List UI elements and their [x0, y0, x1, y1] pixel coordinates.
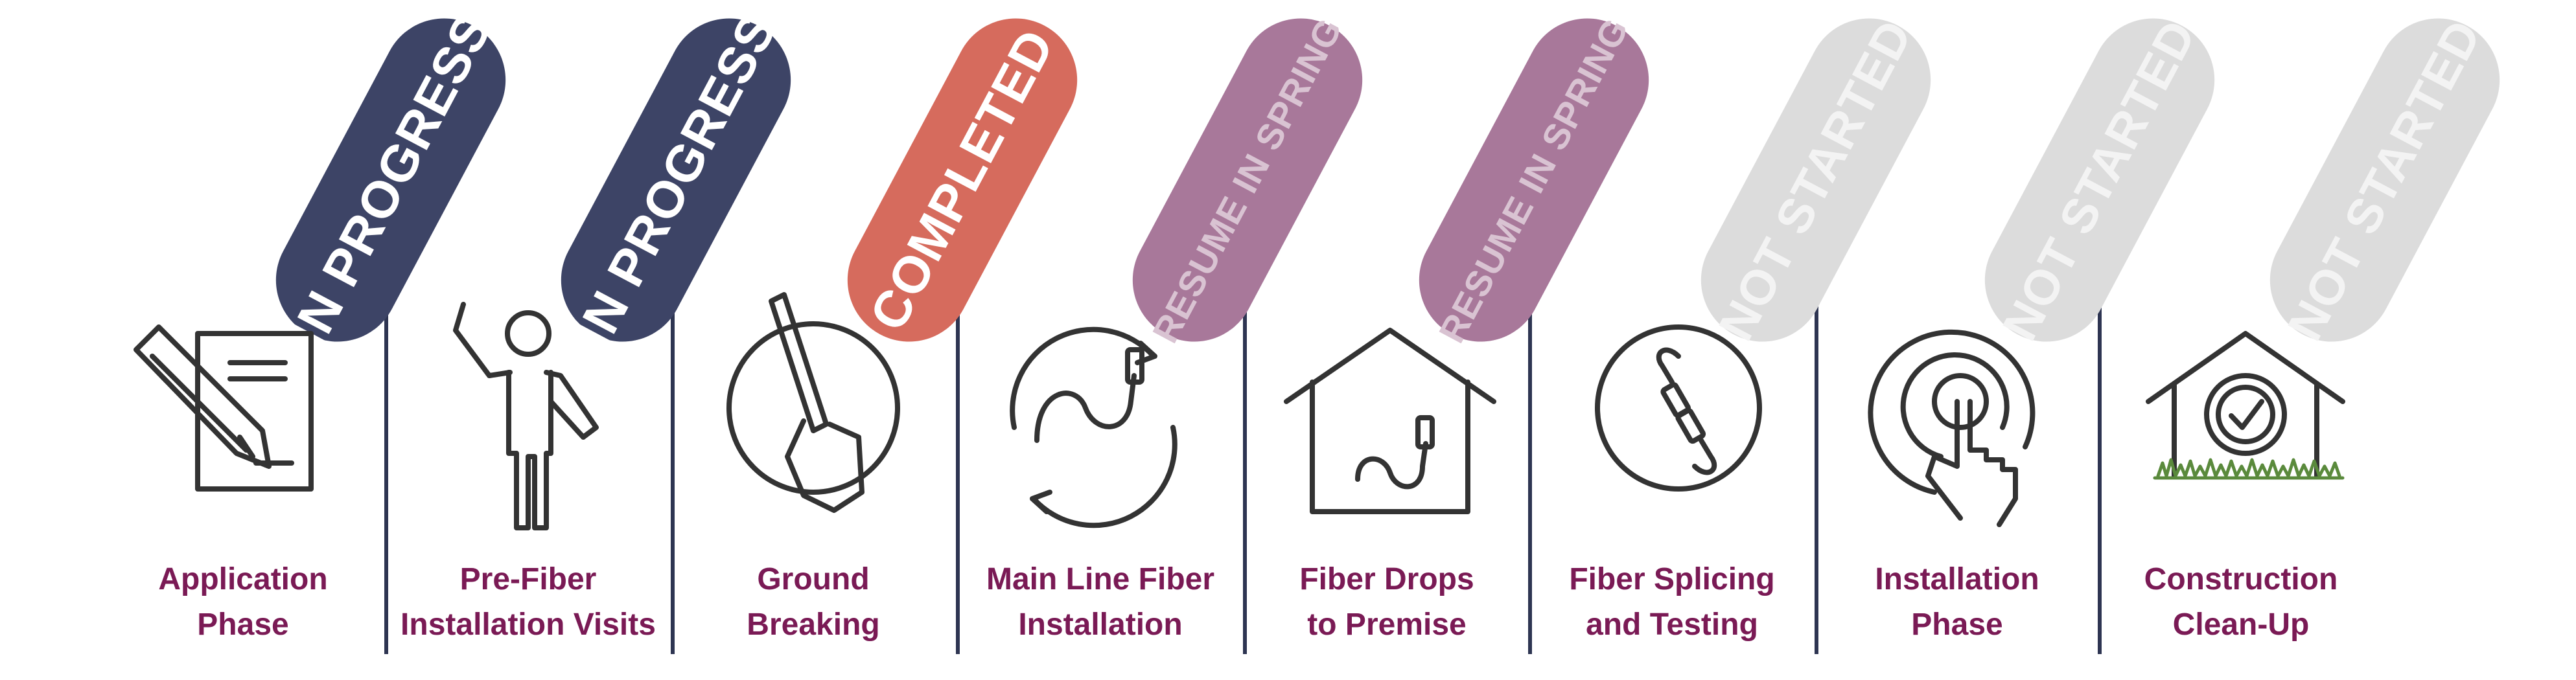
label-line: Installation Visits: [400, 607, 656, 642]
status-badge-text: NOT STARTED: [2277, 11, 2492, 349]
status-badge-text: RESUME IN SPRING: [1431, 11, 1637, 349]
label-line: Application: [158, 562, 328, 596]
label-line: Clean-Up: [2172, 607, 2310, 642]
phase-divider: [956, 275, 960, 654]
house-cable-icon: [1267, 304, 1513, 550]
label-line: Ground: [757, 562, 870, 596]
label-line: Installation: [1875, 562, 2039, 596]
house-check-icon: [2122, 304, 2369, 550]
phase-label-main-line: Main Line Fiber Installation: [964, 557, 1236, 648]
phase-label-application: Application Phase: [107, 557, 379, 648]
phase-divider: [1243, 275, 1247, 654]
label-line: to Premise: [1307, 607, 1467, 642]
phase-divider: [2098, 275, 2102, 654]
label-line: Breaking: [747, 607, 880, 642]
phase-divider: [1528, 275, 1532, 654]
person-waving-icon: [405, 302, 651, 550]
label-line: Main Line Fiber: [986, 562, 1215, 596]
label-line: Construction: [2144, 562, 2338, 596]
label-line: Phase: [197, 607, 289, 642]
phase-divider: [671, 275, 675, 654]
label-line: Phase: [1911, 607, 2003, 642]
phase-divider: [384, 275, 388, 654]
phase-divider: [1815, 275, 1818, 654]
phase-label-clean-up: Construction Clean-Up: [2105, 557, 2377, 648]
phase-label-ground-breaking: Ground Breaking: [677, 557, 949, 648]
status-badge-text: IN PROGRESS: [279, 4, 502, 356]
label-line: Fiber Drops: [1299, 562, 1474, 596]
pencil-document-icon: [123, 304, 369, 550]
shovel-icon: [690, 292, 936, 550]
label-line: and Testing: [1586, 607, 1758, 642]
status-badge-text: RESUME IN SPRING: [1144, 11, 1351, 349]
label-line: Fiber Splicing: [1569, 562, 1775, 596]
label-line: Installation: [1018, 607, 1183, 642]
status-badge-text: COMPLETED: [859, 20, 1065, 340]
status-badge-text: NOT STARTED: [1708, 11, 1923, 349]
phase-label-fiber-drops: Fiber Drops to Premise: [1251, 557, 1523, 648]
phase-label-splicing: Fiber Splicing and Testing: [1536, 557, 1808, 648]
cable-splice-icon: [1555, 304, 1802, 550]
status-badge-text: IN PROGRESS: [564, 4, 787, 356]
phase-label-pre-fiber: Pre-Fiber Installation Visits: [392, 557, 664, 648]
cable-cycle-icon: [972, 304, 1218, 550]
label-line: Pre-Fiber: [459, 562, 597, 596]
touch-target-icon: [1837, 304, 2083, 550]
status-badge-text: NOT STARTED: [1992, 11, 2207, 349]
phase-label-installation: Installation Phase: [1821, 557, 2093, 648]
